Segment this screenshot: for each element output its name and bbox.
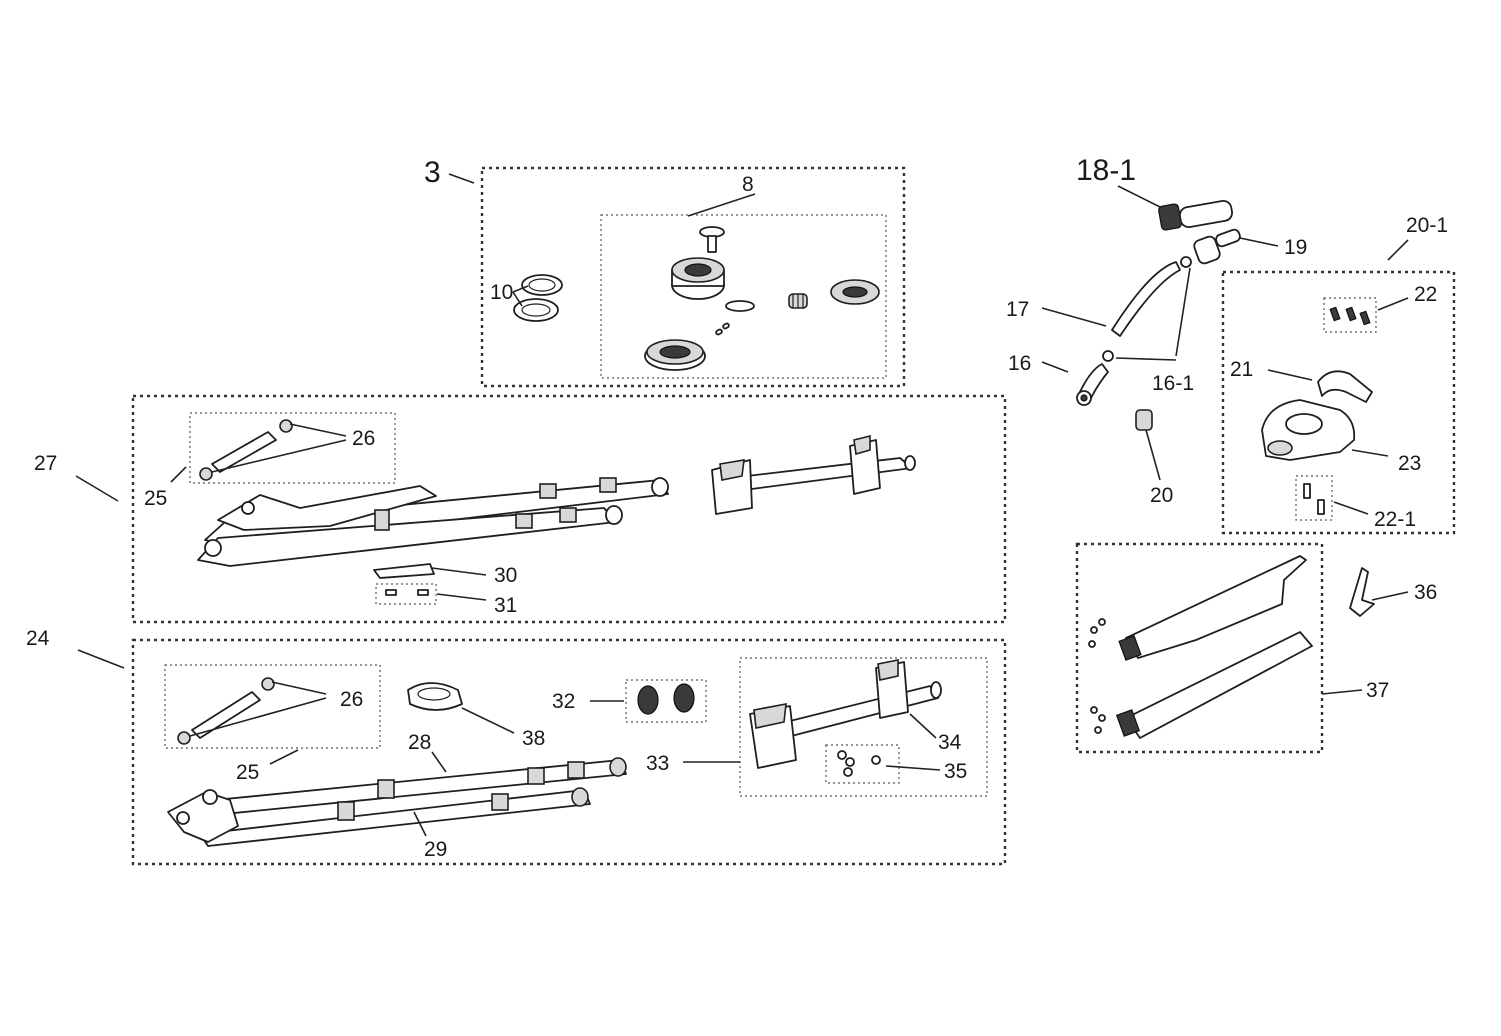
callout-29: 29 [424, 838, 447, 861]
callout-8: 8 [742, 173, 754, 196]
group-35-frame [825, 744, 900, 784]
part-37-guard-upper [1088, 555, 1307, 661]
part-20-cap [1135, 409, 1161, 481]
callout-25-lower: 25 [236, 761, 259, 784]
group-25-26-lower-frame [164, 664, 381, 749]
callout-33: 33 [646, 752, 669, 775]
group-24-frame [131, 638, 1007, 866]
part-22-1-bolts [1295, 475, 1369, 521]
group-24-fork-assembly: 24 25 26 28 29 32 33 34 35 38 [26, 627, 1007, 866]
group-20-1-frame [1221, 270, 1456, 535]
part-16-cable-end [1041, 361, 1109, 406]
callout-26-upper: 26 [352, 427, 375, 450]
callout-38: 38 [522, 727, 545, 750]
group-3-frame [480, 166, 906, 388]
part-8-upper-bearing [671, 257, 725, 300]
callout-3: 3 [424, 156, 441, 189]
part-8-seal [830, 279, 880, 305]
part-32-caps [590, 683, 695, 715]
callout-25-upper: 25 [144, 487, 167, 510]
callout-22: 22 [1414, 283, 1437, 306]
callout-32: 32 [552, 690, 575, 713]
triple-clamp-upper [711, 434, 916, 515]
part-21-cap [1267, 369, 1373, 403]
callout-22-1: 22-1 [1374, 508, 1416, 531]
part-8-spring [788, 293, 808, 309]
group-33-frame [739, 657, 988, 797]
callout-19: 19 [1284, 236, 1307, 259]
part-8-o-ring [725, 300, 755, 312]
part-30-guard [373, 563, 487, 579]
callout-10: 10 [490, 281, 513, 304]
part-31-bolts [375, 583, 487, 605]
callout-37: 37 [1366, 679, 1389, 702]
part-36-bracket [1349, 567, 1409, 617]
part-8-lower-bearing [644, 339, 706, 371]
callout-20-1: 20-1 [1406, 214, 1448, 237]
callout-17: 17 [1006, 298, 1029, 321]
group-37-fork-guards: 37 36 [1075, 542, 1437, 754]
callout-31: 31 [494, 594, 517, 617]
callout-24: 24 [26, 627, 50, 650]
callout-18-1: 18-1 [1076, 154, 1136, 187]
callout-16: 16 [1008, 352, 1031, 375]
callout-26-lower: 26 [340, 688, 363, 711]
part-19-throttle [1193, 228, 1279, 265]
callout-20: 20 [1150, 484, 1173, 507]
group-37-frame [1075, 542, 1324, 754]
part-25-axle [199, 419, 293, 481]
group-8-frame [600, 214, 887, 379]
callout-36: 36 [1414, 581, 1437, 604]
group-3-bearing-kit: 3 8 10 [424, 156, 906, 388]
callout-23: 23 [1398, 452, 1421, 475]
part-37-guard-lower [1090, 631, 1313, 739]
part-10-washers [512, 274, 563, 322]
callout-27: 27 [34, 452, 57, 475]
part-17-cable [1041, 261, 1181, 337]
group-20-1-clamp: 20-1 22 21 23 22-1 [1221, 214, 1456, 535]
group-27-fork-assembly: 27 25 26 30 31 [34, 394, 1007, 624]
callout-21: 21 [1230, 358, 1253, 381]
part-35-bolts [837, 750, 941, 777]
part-22-bolts [1323, 297, 1409, 333]
part-8-pins [715, 322, 730, 336]
part-25-axle-lower [177, 677, 275, 745]
group-27-frame [131, 394, 1007, 624]
group-32-frame [625, 679, 707, 723]
group-25-26-frame [189, 412, 396, 484]
fork-legs-lower [167, 757, 627, 847]
callout-34: 34 [938, 731, 962, 754]
part-8-bolt [699, 226, 725, 253]
part-18-1-grip [1158, 200, 1233, 231]
part-38-clamp [407, 682, 515, 734]
handlebar-parts: 18-1 19 17 16 16-1 20 [1006, 154, 1307, 507]
fork-legs-upper [197, 477, 669, 567]
callout-35: 35 [944, 760, 967, 783]
triple-clamp-lower [749, 659, 942, 769]
callout-16-1: 16-1 [1152, 372, 1194, 395]
callout-30: 30 [494, 564, 517, 587]
part-16-1-ferrules [1102, 256, 1192, 362]
part-23-clamp-body [1261, 399, 1389, 461]
callout-28: 28 [408, 731, 431, 754]
